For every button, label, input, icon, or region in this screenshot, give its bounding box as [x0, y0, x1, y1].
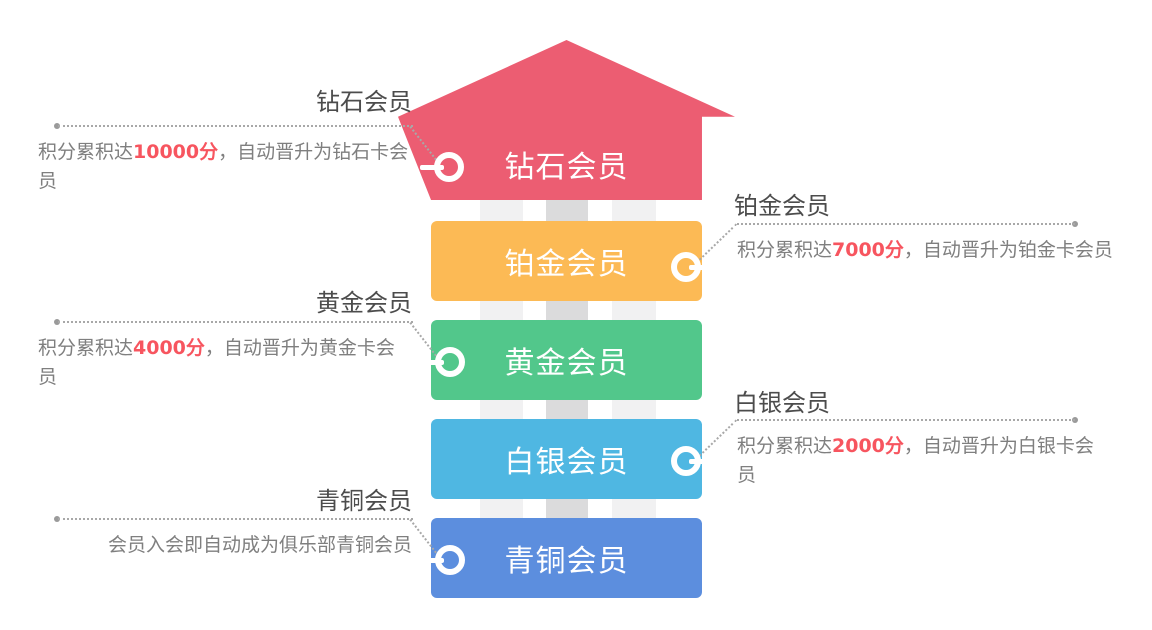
pillar-left-4 — [480, 495, 523, 522]
callout-note-silver: 积分累积达2000分，自动晋升为白银卡会员 — [737, 432, 1105, 490]
pillar-middle-4 — [546, 495, 588, 522]
callout-label-silver: 白银会员 — [734, 389, 830, 417]
connector-stub-bronze — [420, 558, 444, 563]
callout-line-bronze — [58, 518, 413, 520]
callout-line-silver — [737, 419, 1075, 421]
note-prefix: 积分累积达 — [737, 435, 833, 457]
callout-note-platinum: 积分累积达7000分，自动晋升为铂金卡会员 — [737, 236, 1147, 265]
connector-ring-silver — [671, 446, 701, 476]
tier-silver-label: 白银会员 — [504, 445, 629, 480]
callout-line-diamond — [58, 125, 413, 127]
callout-dot-gold — [54, 319, 60, 325]
connector-stub-gold — [420, 360, 444, 365]
callout-note-diamond: 积分累积达10000分，自动晋升为钻石卡会员 — [38, 138, 412, 196]
connector-stub-platinum — [689, 265, 713, 270]
callout-dot-silver — [1072, 417, 1078, 423]
note-suffix: ，自动晋升为钻石卡会员 — [38, 141, 409, 192]
note-prefix: 积分累积达 — [737, 239, 833, 261]
tier-platinum-label: 铂金会员 — [504, 247, 629, 282]
callout-dot-bronze — [54, 516, 60, 522]
note-highlight: 2000分 — [832, 435, 904, 457]
connector-stub-diamond — [420, 165, 444, 170]
note-prefix: 积分累积达 — [38, 337, 134, 359]
callout-label-diamond: 钻石会员 — [316, 88, 412, 116]
pillar-left-2 — [480, 297, 523, 324]
tier-bronze-label: 青铜会员 — [504, 544, 629, 579]
note-highlight: 7000分 — [832, 239, 904, 261]
note-highlight: 4000分 — [133, 337, 205, 359]
tier-gold-label: 黄金会员 — [504, 346, 629, 381]
pillar-middle-3 — [546, 396, 588, 423]
pillar-right-1 — [612, 196, 656, 224]
pillar-right-3 — [612, 396, 656, 423]
callout-line-platinum — [737, 223, 1075, 225]
connector-stub-silver — [689, 459, 713, 464]
tier-bronze-box: 青铜会员 — [431, 518, 702, 598]
pillar-middle-1 — [546, 196, 588, 224]
callout-diagonal-platinum — [698, 223, 737, 261]
callout-note-bronze: 会员入会即自动成为俱乐部青铜会员 — [107, 534, 412, 556]
callout-label-bronze: 青铜会员 — [316, 487, 412, 515]
note-highlight: 10000分 — [133, 141, 219, 163]
callout-dot-platinum — [1072, 221, 1078, 227]
note-prefix: 积分累积达 — [38, 141, 134, 163]
pillar-left-1 — [480, 196, 523, 224]
connector-ring-gold — [435, 347, 465, 377]
note-suffix: ，自动晋升为铂金卡会员 — [903, 239, 1113, 261]
callout-line-gold — [58, 321, 413, 323]
pillar-left-3 — [480, 396, 523, 423]
note-suffix: ，自动晋升为黄金卡会员 — [38, 337, 395, 388]
connector-ring-diamond — [434, 152, 464, 182]
tier-gold-box: 黄金会员 — [431, 320, 702, 400]
connector-ring-platinum — [671, 252, 701, 282]
callout-label-platinum: 铂金会员 — [734, 192, 830, 220]
callout-label-gold: 黄金会员 — [316, 289, 412, 317]
tier-diamond-label: 钻石会员 — [504, 150, 629, 185]
callout-dot-diamond — [54, 123, 60, 129]
pillar-middle-2 — [546, 297, 588, 324]
pillar-right-2 — [612, 297, 656, 324]
tier-silver-box: 白银会员 — [431, 419, 702, 499]
callout-diagonal-silver — [698, 419, 737, 457]
tier-platinum-box: 铂金会员 — [431, 221, 702, 301]
callout-note-gold: 积分累积达4000分，自动晋升为黄金卡会员 — [38, 334, 412, 392]
pillar-right-4 — [612, 495, 656, 522]
connector-ring-bronze — [435, 545, 465, 575]
note-suffix: ，自动晋升为白银卡会员 — [737, 435, 1094, 486]
